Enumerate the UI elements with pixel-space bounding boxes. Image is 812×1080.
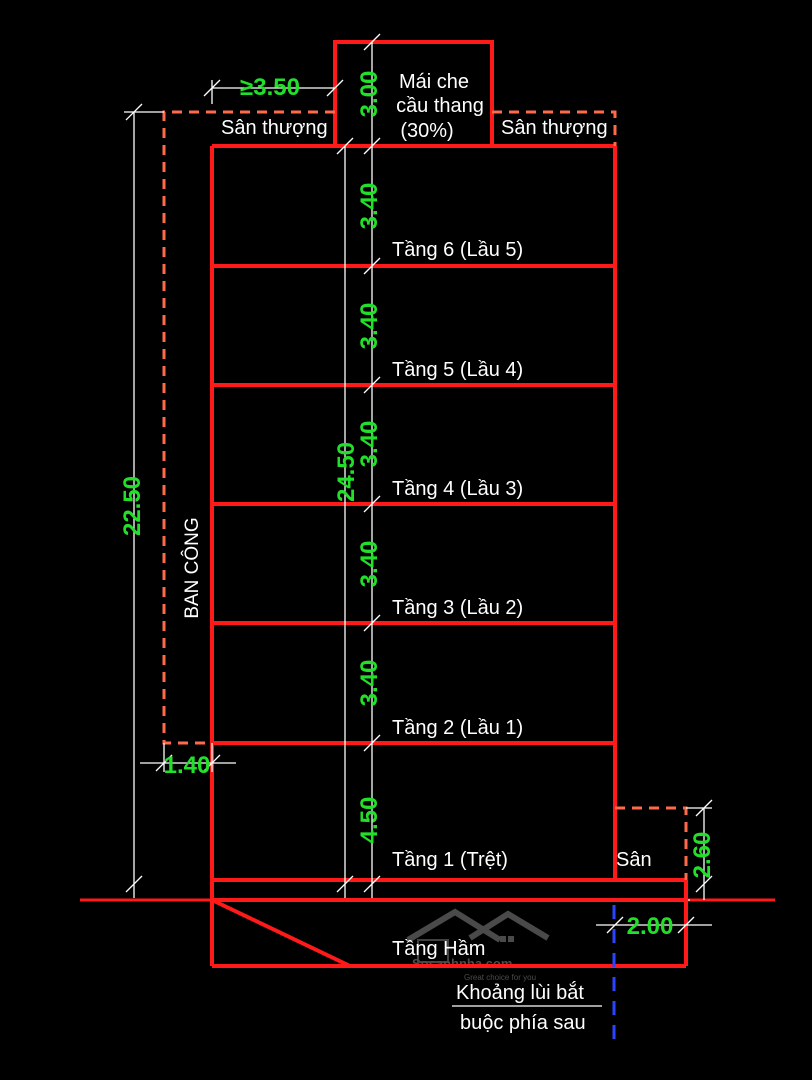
dimension-lines (124, 33, 713, 934)
dim-total-height-left: 22.50 (119, 476, 146, 536)
floor-6-label: Tầng 6 (Lầu 5) (392, 239, 523, 261)
dim-yard-height: 2.60 (689, 832, 716, 879)
floor-3-label: Tầng 3 (Lầu 2) (392, 597, 523, 619)
dim-floor-3-height: 3.40 (356, 541, 383, 588)
room-labels: Mái che cầu thang (30%) Sân thượng Sân t… (181, 71, 652, 1034)
floor-5-label: Tầng 5 (Lầu 4) (392, 359, 523, 381)
dim-rear-setback: 2.00 (627, 913, 674, 940)
dim-floor-4-height: 3.40 (356, 421, 383, 468)
roof-cover-line1: Mái che (399, 71, 469, 93)
balcony-label: BAN CÔNG (181, 517, 203, 618)
dim-floor-1-height: 4.50 (356, 797, 383, 844)
dim-total-height-center: 24.50 (333, 442, 360, 502)
dimension-values: 3.00 ≥3.50 3.40 3.40 3.40 3.40 3.40 4.50… (119, 71, 716, 940)
roof-cover-line3: (30%) (400, 120, 453, 142)
roof-cover-line2: cầu thang (396, 95, 484, 117)
yard-label: Sân (616, 849, 652, 871)
terrace-right-label: Sân thượng (501, 117, 608, 139)
dim-floor-2-height: 3.40 (356, 660, 383, 707)
dim-floor-5-height: 3.40 (356, 303, 383, 350)
setback-line1: Khoảng lùi bắt (456, 981, 584, 1004)
basement-label: Tầng Hầm (392, 938, 485, 960)
floor-4-label: Tầng 4 (Lầu 3) (392, 478, 523, 500)
dim-balcony-depth: 1.40 (164, 752, 211, 779)
dim-floor-6-height: 3.40 (356, 183, 383, 230)
floor-2-label: Tầng 2 (Lầu 1) (392, 717, 523, 739)
terrace-left-label: Sân thượng (221, 117, 328, 139)
dim-roof-height: 3.00 (356, 71, 383, 118)
building-walls (210, 40, 688, 968)
floor-1-label: Tầng 1 (Trệt) (392, 849, 508, 871)
setback-line2: buộc phía sau (460, 1012, 586, 1034)
watermark-tagline: Great choice for you (464, 973, 536, 982)
dim-terrace-setback: ≥3.50 (240, 74, 300, 101)
